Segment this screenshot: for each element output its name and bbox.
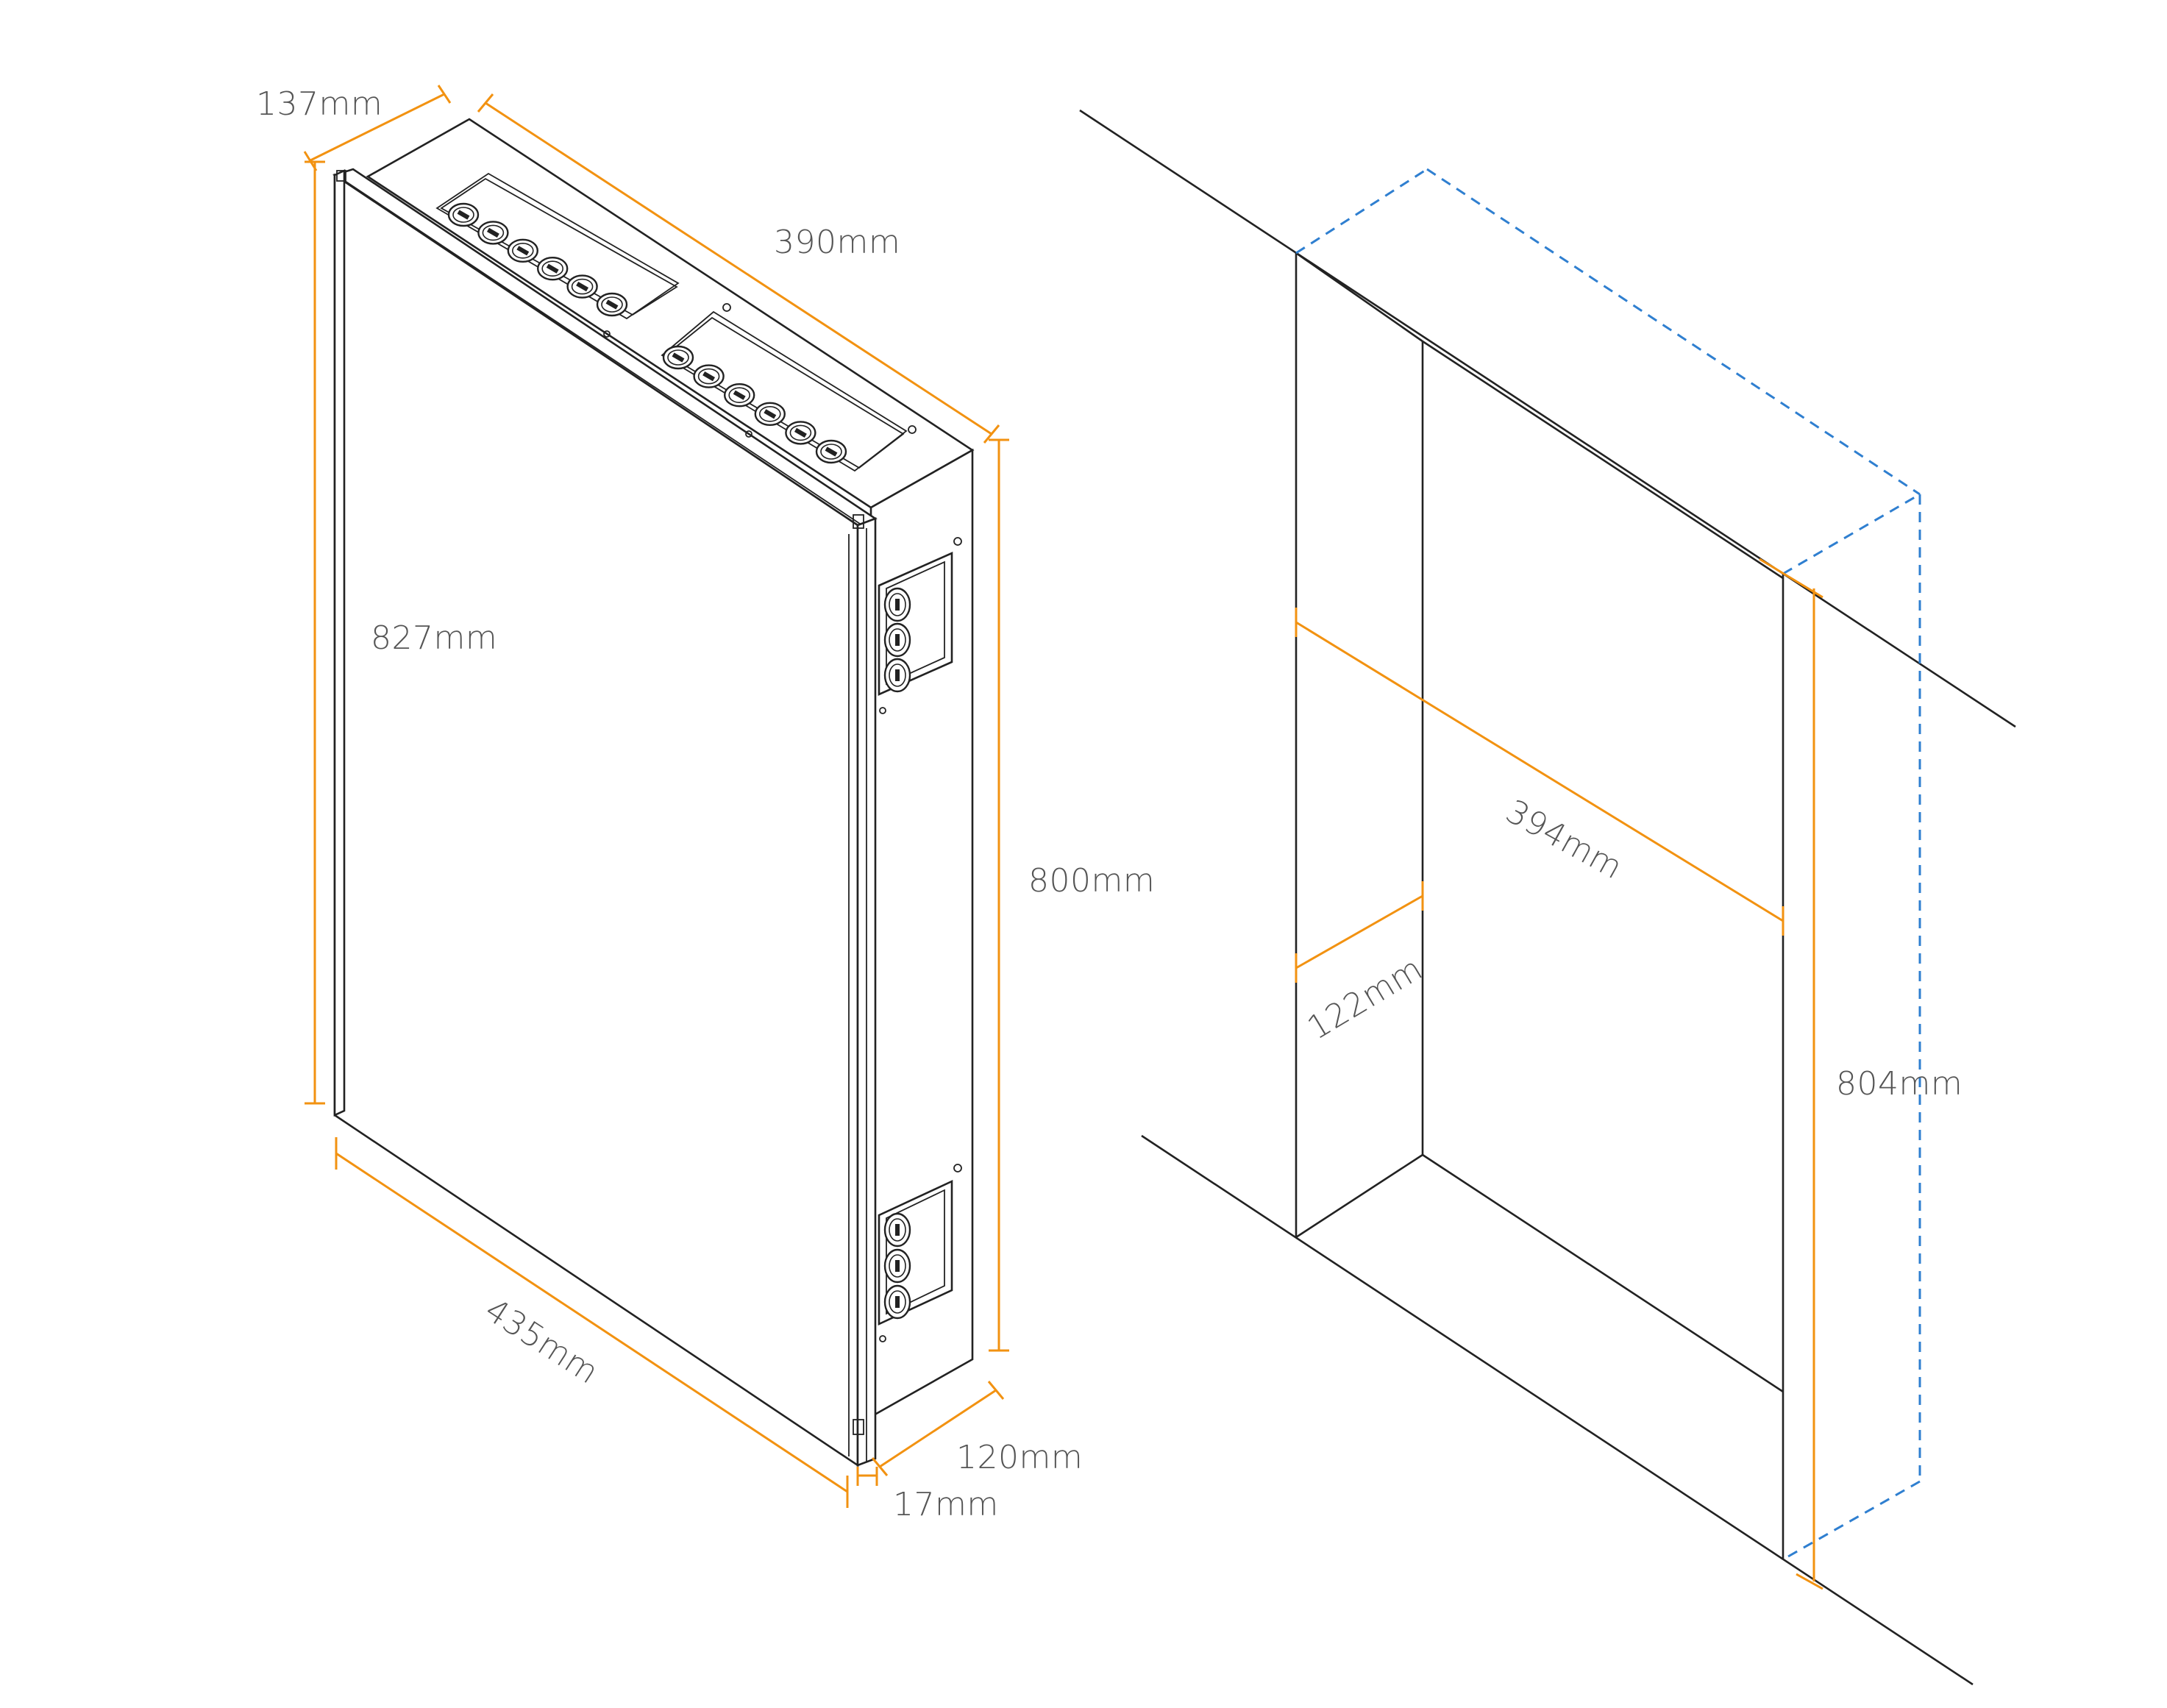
- recess-hidden-edges: [1295, 168, 1921, 1561]
- label-frame-depth: 17mm: [893, 1486, 999, 1523]
- label-height-front: 827mm: [371, 619, 498, 657]
- outlet-socket-icon: [883, 1284, 911, 1320]
- label-length-top: 390mm: [774, 224, 901, 261]
- product-isometric: [303, 85, 1009, 1508]
- outlet-socket-icon: [724, 383, 755, 408]
- label-height-side: 800mm: [1028, 862, 1156, 900]
- outlet-socket-icon: [883, 587, 911, 622]
- outlet-socket-icon: [883, 622, 911, 658]
- side-outlets: [883, 587, 911, 1320]
- recess-dimension-lines: [1295, 558, 1823, 1590]
- label-depth-top: 137mm: [256, 85, 383, 123]
- label-depth-body: 120mm: [956, 1439, 1084, 1476]
- outlet-socket-icon: [754, 402, 786, 426]
- top-outlets: [447, 202, 847, 464]
- outlet-socket-icon: [883, 1248, 911, 1284]
- outlet-socket-icon: [477, 221, 509, 245]
- outlet-socket-icon: [883, 658, 911, 693]
- recess-isometric: [1079, 109, 2016, 1686]
- product-dimension-lines: [303, 85, 1009, 1508]
- outlet-socket-icon: [883, 1212, 911, 1248]
- outlet-socket-icon: [566, 274, 598, 299]
- outlet-socket-icon: [785, 421, 816, 445]
- top-outlet-panel-1: [435, 172, 680, 320]
- outlet-socket-icon: [596, 292, 628, 317]
- outlet-socket-icon: [537, 257, 569, 281]
- outlet-socket-icon: [693, 364, 725, 388]
- label-recess-height: 804mm: [1836, 1065, 1963, 1103]
- outlet-socket-icon: [447, 202, 480, 227]
- outlet-socket-icon: [507, 238, 538, 263]
- outlet-socket-icon: [662, 345, 694, 370]
- outlet-socket-icon: [815, 439, 847, 464]
